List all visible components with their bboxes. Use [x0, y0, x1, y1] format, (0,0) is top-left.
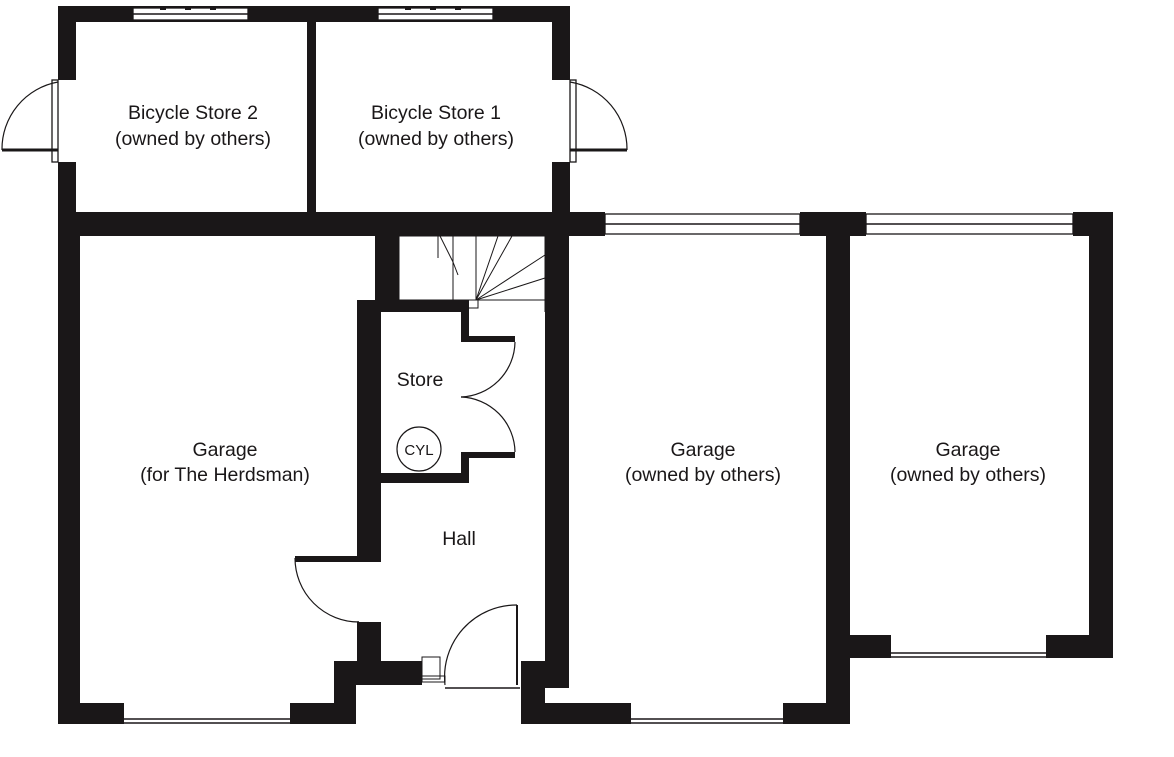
front-door [421, 604, 520, 689]
hall-label: Hall [442, 528, 476, 550]
garage-middle-sublabel: (owned by others) [625, 464, 781, 486]
garage-openings [124, 652, 1046, 724]
bicycle-store-2-sublabel: (owned by others) [115, 128, 271, 150]
cylinder-label: CYL [404, 442, 433, 459]
garage-herdsman-label: Garage [192, 439, 257, 461]
bicycle-store-1-sublabel: (owned by others) [358, 128, 514, 150]
store-label: Store [397, 369, 444, 391]
bicycle-store-2-door [1, 79, 59, 163]
bicycle-store-1-label: Bicycle Store 1 [371, 102, 501, 124]
garage-internal-door [294, 557, 360, 623]
garage-middle-label: Garage [670, 439, 735, 461]
garage-right-sublabel: (owned by others) [890, 464, 1046, 486]
bicycle-store-1-door [569, 79, 628, 163]
main-walls [58, 212, 1113, 724]
garage-right-label: Garage [935, 439, 1000, 461]
bicycle-store-windows [132, 6, 494, 21]
bicycle-store-2-label: Bicycle Store 2 [128, 102, 258, 124]
store-doors [460, 341, 516, 453]
cylinder-icon [396, 426, 442, 472]
garage-herdsman-sublabel: (for The Herdsman) [140, 464, 310, 486]
main-windows [604, 213, 1074, 235]
staircase [398, 235, 546, 312]
